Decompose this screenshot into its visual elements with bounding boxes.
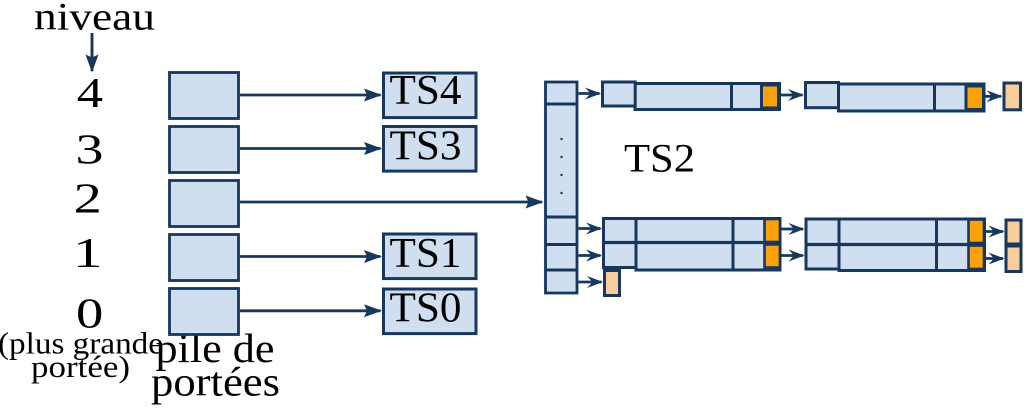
svg-text:TS0: TS0 (390, 285, 462, 332)
svg-text:niveau: niveau (34, 0, 155, 39)
svg-text:0: 0 (76, 290, 103, 337)
svg-text:TS2: TS2 (624, 136, 695, 181)
svg-text:TS4: TS4 (390, 67, 462, 114)
svg-text:TS3: TS3 (390, 123, 462, 170)
svg-text:(plus grande: (plus grande (0, 325, 163, 360)
svg-text:portées: portées (151, 359, 280, 405)
svg-text:portée): portée) (31, 349, 130, 384)
svg-text:1: 1 (73, 230, 103, 276)
svg-text:3: 3 (75, 126, 103, 173)
svg-text:2: 2 (74, 175, 102, 222)
svg-text:TS1: TS1 (390, 230, 462, 277)
svg-text:4: 4 (77, 71, 104, 117)
